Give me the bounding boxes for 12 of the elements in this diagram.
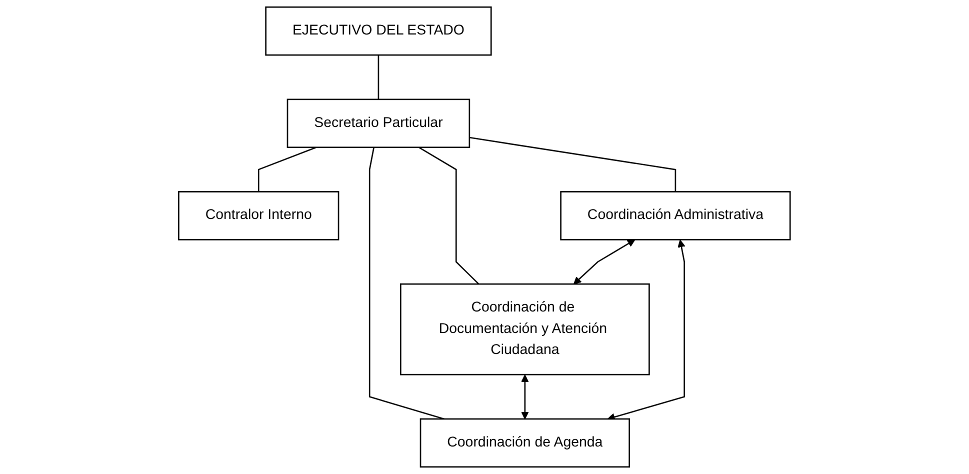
node-box: Coordinación de Documentación y Atención Ciudadana	[400, 283, 650, 376]
node-box: Contralor Interno	[178, 191, 340, 240]
connector	[378, 55, 380, 100]
node-box: EJECUTIVO DEL ESTADO	[265, 6, 492, 56]
node-box: Coordinación Administrativa	[560, 191, 791, 240]
connector	[418, 146, 480, 285]
node-box: Secretario Particular	[286, 98, 470, 148]
node-box: Coordinación de Agenda	[420, 418, 630, 468]
connector	[469, 136, 676, 192]
connector	[258, 146, 317, 192]
arrow	[521, 374, 529, 420]
arrow	[574, 240, 636, 284]
